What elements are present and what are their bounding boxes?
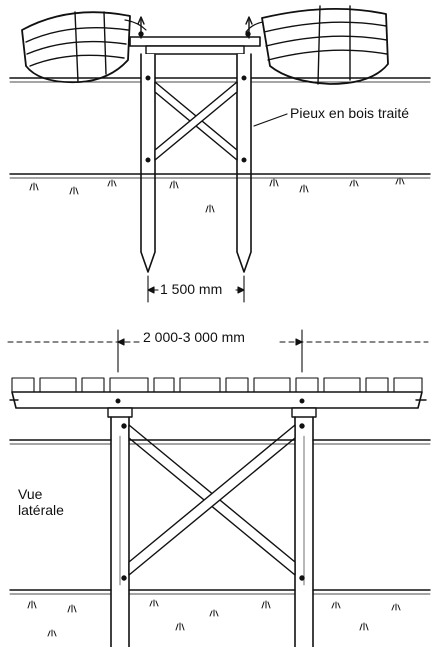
side-span-label: 2 000-3 000 mm: [143, 329, 245, 345]
cross-brace-front: [154, 81, 238, 161]
pile-left-side: [110, 416, 130, 647]
pile-left-front: [137, 16, 156, 273]
deck-front: [129, 36, 261, 55]
dimension-side-span: [7, 329, 429, 373]
grass-tufts-side: [27, 599, 401, 637]
stringer-beam-side: [9, 391, 427, 409]
cross-brace-side: [128, 424, 296, 576]
pile-cap-left: [107, 407, 133, 418]
water-line-top: [9, 77, 431, 83]
rowboat-left-icon: [21, 11, 147, 84]
pile-leader-line: [253, 113, 288, 127]
pile-cap-right: [291, 407, 317, 418]
deck-boards-side: [11, 377, 423, 393]
seabed-side: [9, 589, 431, 595]
dimension-front-width: [147, 275, 245, 303]
pile-label: Pieux en bois traité: [290, 105, 410, 121]
side-view-label-line2: latérale: [18, 502, 64, 519]
pile-right-front: [236, 16, 253, 273]
pile-right-side: [294, 416, 314, 647]
side-view-label: Vue latérale: [18, 486, 64, 518]
front-width-label: 1 500 mm: [160, 281, 223, 297]
water-line-side: [9, 439, 431, 445]
side-view-label-line1: Vue: [18, 486, 43, 502]
seabed-top: [9, 173, 431, 179]
rowboat-right-icon: [245, 5, 389, 85]
grass-tufts-top: [29, 177, 405, 213]
